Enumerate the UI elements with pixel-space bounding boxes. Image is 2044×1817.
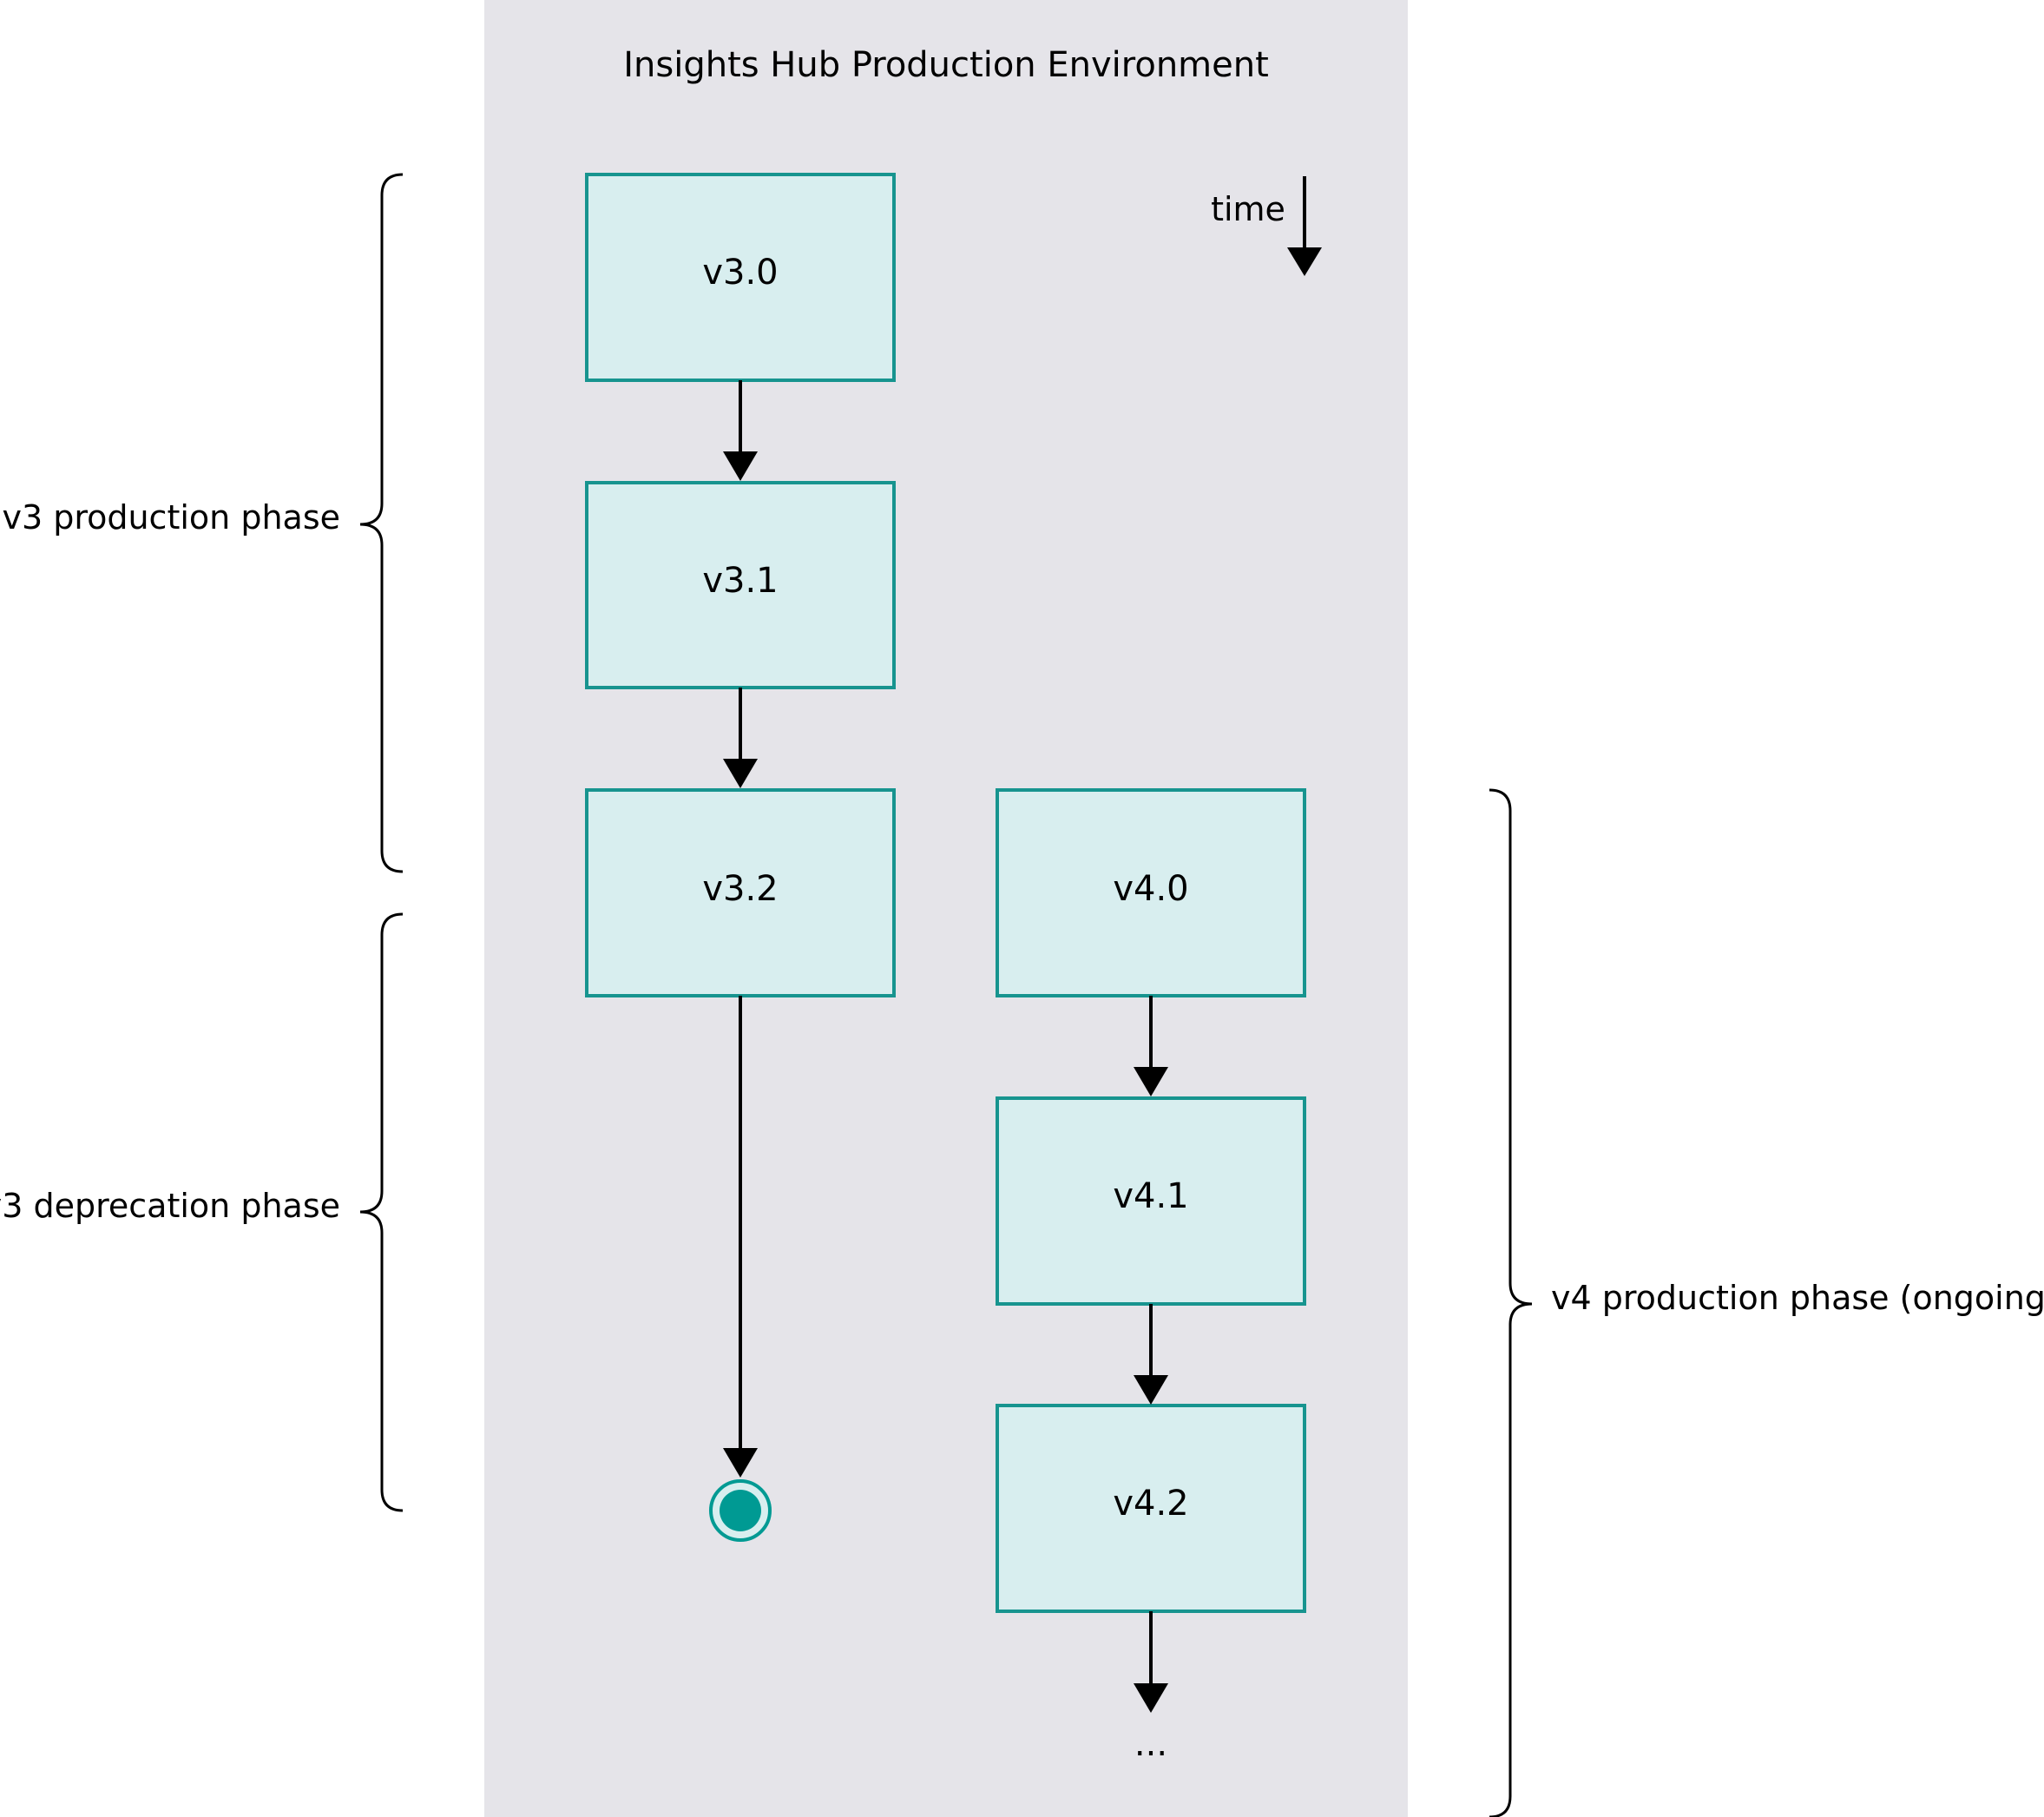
- arrow-v3-2-to-end: [723, 996, 758, 1478]
- continuation-ellipsis: ...: [1134, 1724, 1167, 1764]
- version-label-v3-1: v3.1: [702, 561, 778, 601]
- version-box-v4-1: v4.1: [996, 1096, 1306, 1306]
- brace-v3-deprecation: [359, 912, 404, 1512]
- version-box-v3-2: v3.2: [585, 788, 896, 997]
- version-label-v3-2: v3.2: [702, 869, 778, 909]
- version-box-v4-0: v4.0: [996, 788, 1306, 997]
- version-label-v4-1: v4.1: [1113, 1176, 1188, 1216]
- time-label: time: [1211, 190, 1285, 228]
- version-label-v4-0: v4.0: [1113, 869, 1188, 909]
- version-label-v4-2: v4.2: [1113, 1484, 1188, 1524]
- arrow-v4-2-continuation: [1134, 1611, 1168, 1713]
- version-box-v3-1: v3.1: [585, 481, 896, 689]
- phase-label-v4-production: v4 production phase (ongoing): [1551, 1279, 2044, 1317]
- phase-label-v3-production: v3 production phase: [2, 498, 340, 537]
- arrow-v3-0-to-v3-1: [723, 380, 758, 481]
- brace-v4-production: [1489, 788, 1533, 1817]
- phase-label-v3-deprecation: v3 deprecation phase: [0, 1187, 340, 1225]
- time-arrow-icon: [1287, 176, 1322, 276]
- arrow-v4-0-to-v4-1: [1134, 996, 1168, 1096]
- version-box-v3-0: v3.0: [585, 173, 896, 382]
- version-box-v4-2: v4.2: [996, 1404, 1306, 1613]
- version-label-v3-0: v3.0: [702, 253, 778, 293]
- arrow-v3-1-to-v3-2: [723, 688, 758, 788]
- end-node-icon: [709, 1479, 772, 1542]
- brace-v3-production: [359, 173, 404, 873]
- arrow-v4-1-to-v4-2: [1134, 1304, 1168, 1405]
- environment-title: Insights Hub Production Environment: [623, 45, 1269, 85]
